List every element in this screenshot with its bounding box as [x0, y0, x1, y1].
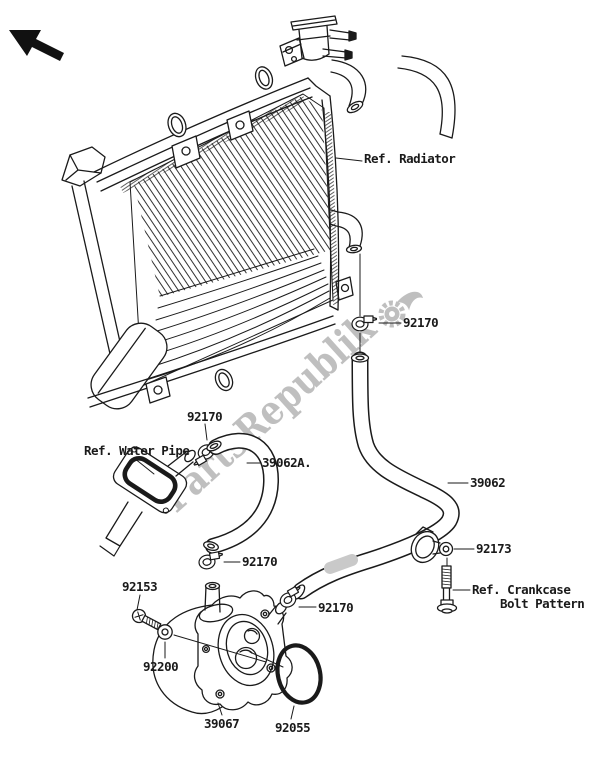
- label-39062: 39062: [470, 475, 506, 490]
- label-ref-water-pipe: Ref. Water Pipe: [84, 443, 190, 458]
- label-92055: 92055: [275, 720, 311, 735]
- label-92170-water-pipe: 92170: [187, 409, 223, 424]
- label-39067: 39067: [204, 716, 240, 731]
- label-92170-radiator: 92170: [403, 315, 439, 330]
- label-ref-radiator: Ref. Radiator: [364, 151, 456, 166]
- label-ref-crankcase-2: Bolt Pattern: [500, 596, 585, 611]
- label-92170-cooler-right: 92170: [318, 600, 354, 615]
- radiator-drawing: [61, 15, 456, 410]
- label-ref-crankcase-1: Ref. Crankcase: [472, 582, 571, 597]
- hose-39062a-drawing: [203, 432, 279, 554]
- fasteners-drawing: [131, 526, 458, 640]
- washer-92200: [157, 624, 173, 640]
- label-92170-cooler-top: 92170: [242, 554, 278, 569]
- o-ring-92055: [275, 643, 323, 705]
- label-92200: 92200: [143, 659, 179, 674]
- bolt-92153: [131, 608, 162, 631]
- label-39062a: 39062A.: [262, 455, 312, 470]
- hose-39062-drawing: [292, 253, 460, 600]
- label-92173: 92173: [476, 541, 512, 556]
- oil-cooler-drawing: [152, 550, 323, 715]
- leader-lines: [133, 157, 475, 720]
- crankcase-bolt: [436, 565, 458, 614]
- water-pipe-drawing: [99, 441, 218, 557]
- direction-arrow-icon: [9, 30, 64, 61]
- watermark-gear-icon: [378, 291, 423, 328]
- label-92153: 92153: [122, 579, 158, 594]
